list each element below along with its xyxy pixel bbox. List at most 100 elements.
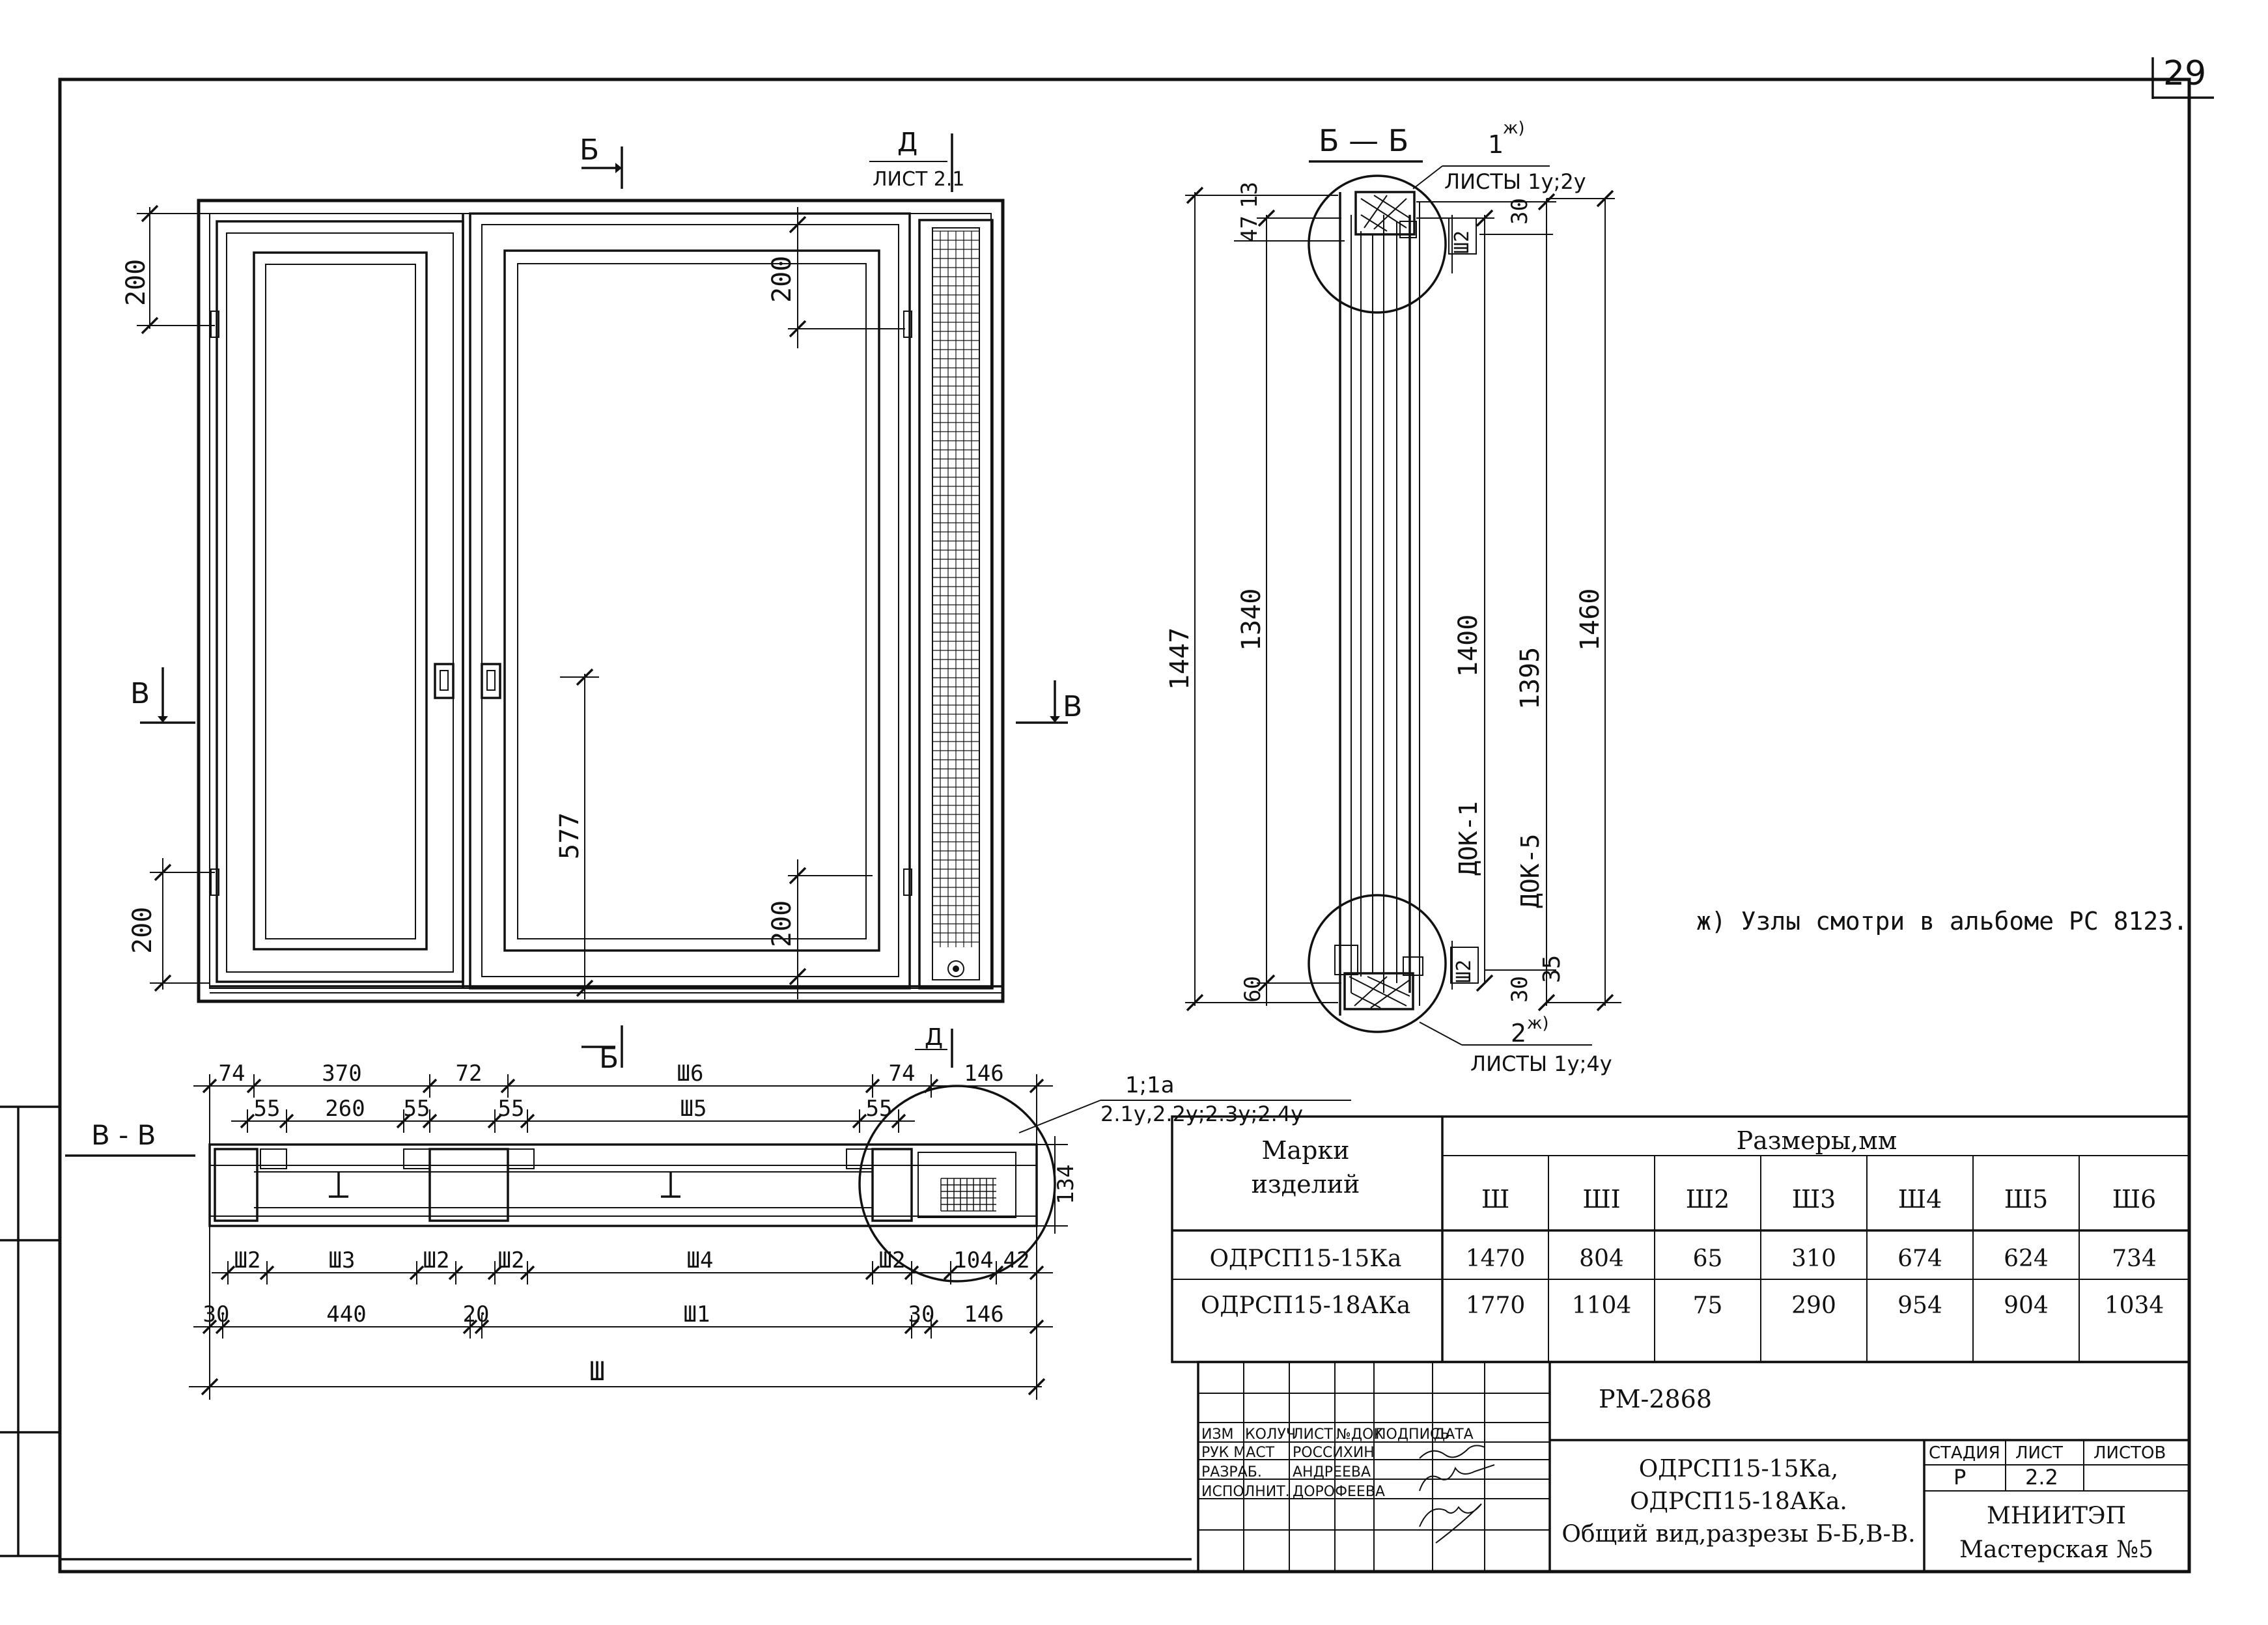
vv-dim-label: 30 bbox=[908, 1301, 935, 1327]
vv-dim-label: Ш4 bbox=[687, 1247, 714, 1273]
front-elevation: 200 200 200 200 577 Б Б bbox=[121, 128, 1082, 1075]
vv-dim-label: Ш1 bbox=[684, 1301, 710, 1327]
title-block-header: ПОДПИСЬ bbox=[1375, 1426, 1450, 1443]
vv-dim-label: 146 bbox=[964, 1061, 1003, 1087]
dim-left-bottom: 200 bbox=[128, 907, 158, 954]
drawing-title-line1: ОДРСП15-15Ка, bbox=[1639, 1456, 1839, 1482]
table-cell: 1104 bbox=[1572, 1292, 1632, 1319]
node-ref-letter-bottom: Д bbox=[925, 1024, 943, 1051]
vv-dim-label: Ш2 bbox=[498, 1247, 525, 1273]
vv-dim-label: Ш3 bbox=[329, 1247, 356, 1273]
dim-60: 60 bbox=[1240, 976, 1266, 1003]
node-ref-sheet: ЛИСТ 2.1 bbox=[873, 168, 965, 191]
org-line2: Мастерская №5 bbox=[1959, 1536, 2153, 1563]
dim-w2-top: Ш2 bbox=[1451, 230, 1474, 254]
title-block-role: РУК МАСТ bbox=[1201, 1445, 1275, 1461]
title-block-name: РОССИХИН bbox=[1293, 1445, 1375, 1461]
table-cell: 904 bbox=[2004, 1292, 2049, 1319]
section-mark-v-left: В bbox=[130, 677, 150, 710]
signature-dorofeeva bbox=[1419, 1503, 1482, 1544]
dim-w2-bottom: Ш2 bbox=[1453, 960, 1476, 983]
node-1-mark: ж) bbox=[1503, 118, 1525, 138]
node-2-sheets: ЛИСТЫ 1у;4у bbox=[1470, 1051, 1612, 1076]
vv-dim-label: 55 bbox=[866, 1096, 893, 1122]
table-cell: 65 bbox=[1693, 1245, 1723, 1272]
table-cell: 310 bbox=[1791, 1245, 1836, 1272]
dim-1460: 1460 bbox=[1575, 589, 1605, 651]
node-1-label: 1 bbox=[1488, 130, 1504, 159]
table-col-header: Ш6 bbox=[2112, 1185, 2157, 1214]
handle-icon bbox=[481, 663, 501, 699]
dim-dok5: ДОК-5 bbox=[1516, 834, 1545, 908]
title-block-role: РАЗРАБ. bbox=[1201, 1464, 1262, 1480]
table-col-header: Ш5 bbox=[2004, 1185, 2049, 1214]
signature-andreeva bbox=[1419, 1464, 1495, 1492]
table-col-header: Ш bbox=[1481, 1185, 1509, 1214]
node-ref-letter: Д bbox=[897, 128, 917, 158]
table-header-marks-line1: Марки bbox=[1262, 1136, 1350, 1165]
title-block-header: ИЗМ bbox=[1201, 1426, 1234, 1443]
node-vv-sheets: 2.1у,2.2у;2.3у;2.4у bbox=[1100, 1102, 1303, 1126]
project-code: РМ-2868 bbox=[1599, 1385, 1712, 1413]
dim-35: 35 bbox=[1539, 955, 1565, 983]
node-1-sheets: ЛИСТЫ 1у;2у bbox=[1444, 169, 1586, 194]
dim-577: 577 bbox=[555, 812, 585, 859]
drawing-title-line3: Общий вид,разрезы Б-Б,В-В. bbox=[1561, 1521, 1915, 1548]
title-block-header: КОЛУЧ bbox=[1245, 1426, 1296, 1443]
table-cell: 734 bbox=[2112, 1245, 2157, 1272]
section-mark-v-right: В bbox=[1063, 690, 1082, 723]
dim-47: 47 bbox=[1237, 215, 1263, 242]
sheet-value: 2.2 bbox=[2025, 1465, 2058, 1490]
table-col-header: Ш2 bbox=[1686, 1185, 1730, 1214]
section-vv-title: В - В bbox=[91, 1119, 156, 1151]
table-col-header: Ш4 bbox=[1898, 1185, 1942, 1214]
note-text: ж) Узлы смотри в альбоме РС 8123. bbox=[1696, 907, 2188, 936]
vv-dim-label: Ш2 bbox=[879, 1247, 906, 1273]
table-col-header: ШI bbox=[1582, 1185, 1620, 1214]
dim-inner-bottom: 200 bbox=[767, 900, 797, 947]
vv-dim-label: Ш5 bbox=[680, 1096, 707, 1122]
node-2-mark: ж) bbox=[1527, 1014, 1549, 1033]
table-cell: 954 bbox=[1897, 1292, 1942, 1319]
table-row-mark: ОДРСП15-18АКа bbox=[1201, 1292, 1410, 1319]
vv-dim-label: 42 bbox=[1003, 1247, 1030, 1273]
stage-label: СТАДИЯ bbox=[1929, 1443, 2000, 1463]
hinge-icon bbox=[210, 311, 219, 338]
vv-dim-label: Ш6 bbox=[677, 1061, 704, 1087]
vv-dim-label: 260 bbox=[325, 1096, 365, 1122]
dim-left-top: 200 bbox=[121, 259, 151, 306]
vv-dim-label: 55 bbox=[254, 1096, 281, 1122]
handle-icon bbox=[434, 663, 455, 699]
dim-dok1: ДОК-1 bbox=[1454, 801, 1483, 876]
table-cell: 804 bbox=[1579, 1245, 1624, 1272]
dim-1447: 1447 bbox=[1165, 628, 1195, 690]
drawing-title-line2: ОДРСП15-18АКа. bbox=[1630, 1488, 1847, 1515]
vv-dim-label: 55 bbox=[404, 1096, 430, 1122]
table-cell: 290 bbox=[1791, 1292, 1836, 1319]
stage-value: Р bbox=[1953, 1465, 1966, 1490]
title-block-name: АНДРЕЕВА bbox=[1293, 1464, 1371, 1480]
dim-13: 13 bbox=[1237, 182, 1263, 208]
vv-dim-label: 55 bbox=[498, 1096, 525, 1122]
title-block-header: №ДОК bbox=[1336, 1426, 1384, 1443]
vv-dim-label: Ш2 bbox=[234, 1247, 261, 1273]
org-line1: МНИИТЭП bbox=[1987, 1503, 2126, 1529]
dim-1395: 1395 bbox=[1515, 647, 1545, 710]
vent-grille bbox=[932, 230, 980, 947]
vv-dim-label: 146 bbox=[964, 1301, 1003, 1327]
title-block-header: ЛИСТ bbox=[1293, 1426, 1333, 1443]
title-block-header: ДАТА bbox=[1434, 1426, 1474, 1443]
sheets-label: ЛИСТОВ bbox=[2093, 1443, 2166, 1463]
vv-dim-label: 20 bbox=[463, 1301, 490, 1327]
vv-dim-label: 74 bbox=[219, 1061, 245, 1087]
table-cell: 1770 bbox=[1466, 1292, 1526, 1319]
dim-30-bottom: 30 bbox=[1507, 976, 1533, 1003]
dim-1340: 1340 bbox=[1237, 589, 1267, 651]
vent-knob-icon bbox=[947, 960, 964, 977]
table-row-mark: ОДРСП15-15Ка bbox=[1209, 1245, 1401, 1272]
